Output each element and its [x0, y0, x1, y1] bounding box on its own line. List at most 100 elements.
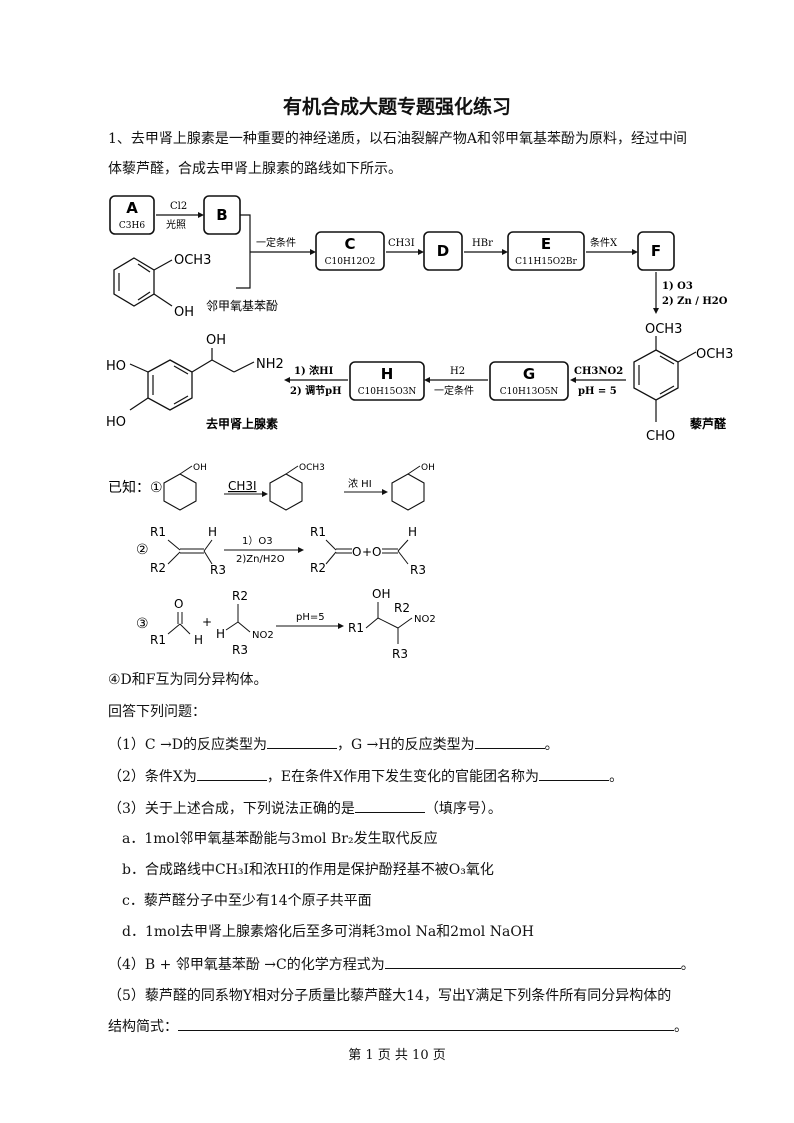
- r2-h-p: H: [408, 525, 417, 539]
- q5-end: 。: [674, 1019, 688, 1035]
- q5-part-b: 结构简式：: [108, 1019, 178, 1035]
- known-reactions: 已知：① OH CH3I OCH3 浓 HI OH ② R1 R2 H R3 1…: [108, 463, 436, 661]
- r3-plus: +: [202, 615, 212, 629]
- reagent-hi: 1) 浓HI: [294, 364, 334, 377]
- q2-blank-2[interactable]: [539, 766, 610, 781]
- r3-cond: pH=5: [296, 612, 325, 623]
- arrowhead: [632, 249, 638, 255]
- box-f: [637, 231, 675, 271]
- q2-end: 。: [609, 769, 624, 785]
- r3-r1-p: R1: [348, 621, 364, 635]
- box-a: [109, 195, 155, 235]
- synthesis-scheme: A C3H6 Cl2 光照 B 一定条件 OCH3 OH 邻甲氧基苯酚 C C1…: [106, 195, 733, 444]
- label-b: B: [216, 206, 227, 224]
- q1-blank-1[interactable]: [267, 734, 338, 749]
- r2-num: ②: [136, 542, 149, 558]
- r2-r1-p: R1: [310, 525, 326, 539]
- item-4: ④D和F互为同分异构体。: [108, 672, 268, 688]
- option-b: b．合成路线中CH₃I和浓HI的作用是保护酚羟基不被O₃氧化: [122, 862, 494, 878]
- r1-reagent-2: 浓 HI: [348, 478, 372, 490]
- r1-reagent: CH3I: [228, 479, 257, 493]
- label-c: C: [344, 235, 355, 253]
- guaiacol-name: 邻甲氧基苯酚: [206, 299, 278, 313]
- q1-blank-2[interactable]: [474, 734, 545, 749]
- reagent-hbr: HBr: [472, 238, 493, 249]
- r1-och3: OCH3: [299, 463, 325, 473]
- option-d: d．1mol去甲肾上腺素熔化后至多可消耗3mol Na和2mol NaOH: [122, 924, 535, 940]
- question-5-cont: 结构简式： 。: [108, 1016, 688, 1037]
- r2-r2: R2: [150, 561, 166, 575]
- option-c: c．藜芦醛分子中至少有14个原子共平面: [122, 893, 372, 909]
- norepinephrine-structure: HO HO OH NH2: [106, 333, 284, 430]
- group-ho-2: HO: [106, 415, 126, 430]
- label-d: D: [437, 242, 449, 260]
- cond-light: 光照: [166, 218, 186, 231]
- r3-r2: R2: [232, 589, 248, 603]
- cond-ph-adjust: 2) 调节pH: [290, 384, 342, 397]
- box-c: [315, 231, 385, 271]
- arrowhead: [310, 249, 316, 255]
- label-g: G: [523, 365, 535, 383]
- r2-r2-p: R2: [310, 561, 326, 575]
- reaction-2: ② R1 R2 H R3 1）O3 2)Zn/H2O R1 R2 O + O H…: [136, 525, 426, 577]
- cond-1: 一定条件: [256, 236, 296, 249]
- r3-o: O: [174, 597, 183, 611]
- arrowhead: [570, 377, 576, 383]
- arrowhead: [198, 212, 204, 218]
- r3-r1: R1: [150, 633, 166, 647]
- cond-ph5: pH = 5: [578, 386, 617, 397]
- r2-cond2: 2)Zn/H2O: [236, 554, 285, 565]
- box-d: [423, 231, 463, 271]
- r2-o-2: O: [372, 545, 381, 559]
- r3-h: H: [194, 633, 203, 647]
- r3-no2: NO2: [252, 630, 274, 641]
- formula-e: C11H15O2Br: [515, 257, 577, 267]
- q1-part-a: （1）C →D的反应类型为: [108, 737, 268, 753]
- r1-oh-2: OH: [421, 463, 435, 473]
- label-h: H: [381, 365, 394, 383]
- r1-oh: OH: [193, 463, 207, 473]
- group-och3-top: OCH3: [645, 322, 682, 337]
- arrowhead: [284, 377, 290, 383]
- q2-blank-1[interactable]: [196, 766, 267, 781]
- r2-cond1: 1）O3: [242, 535, 273, 547]
- page-title: 有机合成大题专题强化练习: [282, 96, 511, 118]
- reagent-h2: H2: [450, 366, 465, 377]
- formula-g: C10H13O5N: [500, 387, 559, 397]
- page-footer: 第 1 页 共 10 页: [348, 1048, 446, 1063]
- r3-r3-p: R3: [392, 647, 408, 661]
- reaction-1: OH CH3I OCH3 浓 HI OH: [163, 463, 435, 511]
- r3-no2-p: NO2: [414, 614, 436, 625]
- arrowhead: [653, 308, 659, 314]
- q1-end: 。: [544, 737, 559, 753]
- guaiacol-structure: OCH3 OH: [113, 253, 211, 320]
- group-cho: CHO: [646, 429, 675, 444]
- label-e: E: [541, 235, 551, 253]
- formula-c: C10H12O2: [325, 257, 376, 267]
- question-3: （3）关于上述合成，下列说法正确的是（填序号）。: [108, 798, 502, 819]
- r2-r3: R3: [210, 563, 226, 577]
- r3-r2-p: R2: [394, 601, 410, 615]
- q3-blank[interactable]: [354, 798, 425, 813]
- reagent-ch3no2: CH3NO2: [574, 366, 623, 377]
- r2-plus: +: [362, 545, 372, 559]
- group-och3-side: OCH3: [696, 347, 733, 362]
- reagent-o3: 1) O3: [662, 281, 693, 292]
- q5-blank[interactable]: [178, 1016, 674, 1031]
- group-ho-1: HO: [106, 359, 126, 374]
- cond-x: 条件X: [590, 236, 618, 249]
- r2-r3-p: R3: [410, 563, 426, 577]
- veratraldehyde-name: 藜芦醛: [689, 416, 727, 431]
- reagent-zn: 2) Zn / H2O: [662, 296, 728, 307]
- product-name: 去甲肾上腺素: [206, 416, 278, 431]
- q4-blank[interactable]: [384, 954, 681, 969]
- cond-2: 一定条件: [434, 384, 474, 397]
- r2-o: O: [352, 545, 361, 559]
- r3-r3: R3: [232, 643, 248, 657]
- r3-oh-p: OH: [372, 587, 390, 601]
- question-5: （5）藜芦醛的同系物Y相对分子质量比藜芦醛大14，写出Y满足下列条件所有同分异构…: [108, 988, 672, 1004]
- q4-end: 。: [680, 957, 695, 973]
- q3-part-a: （3）关于上述合成，下列说法正确的是: [108, 801, 355, 817]
- question-2: （2）条件X为，E在条件X作用下发生变化的官能团名称为。: [108, 766, 623, 787]
- known-prefix: 已知：①: [108, 479, 163, 496]
